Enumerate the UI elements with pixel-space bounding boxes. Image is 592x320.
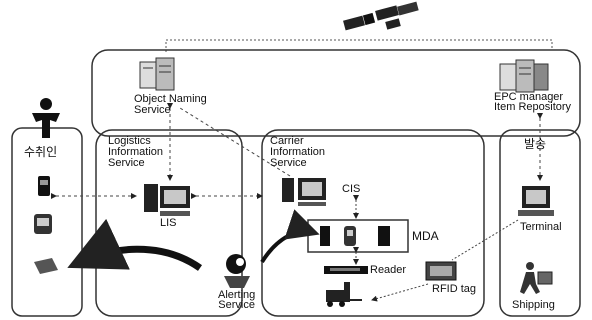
person-icon [32,98,60,138]
mda-label: MDA [412,230,439,242]
terminal-icon [518,186,554,216]
ons-server-icon [140,58,174,90]
cis-label: CIS [342,184,360,195]
device-icon [34,258,58,274]
logistics-panel-title: Logistics Information Service [108,136,163,169]
terminal-label: Terminal [520,222,562,233]
ons-label: Object Naming Service [134,94,207,116]
rfid-tag-label: RFID tag [432,284,476,295]
forklift-icon [326,282,362,307]
lis-computer-icon [144,184,190,216]
shipping-label: Shipping [512,300,555,311]
alerting-person-icon [224,254,250,288]
alert-arc [262,231,312,262]
carrier-panel-title: Carrier Information Service [270,136,325,169]
reader-icon [324,266,368,274]
cis-computer-icon [282,178,326,206]
link-rfid-forklift [372,284,428,300]
epc-server-icon [500,60,548,92]
pda-icon [34,214,52,234]
reader-label: Reader [370,265,406,276]
alerting-service-label: Alerting Service [218,290,255,310]
lis-label: LIS [160,218,177,229]
shipping-icon [520,262,552,294]
mda-devices-icon [320,226,390,246]
alert-arrow [80,249,200,268]
phone-icon [38,176,50,196]
satellite-icon [343,2,419,31]
link-terminal-rfid [452,220,518,260]
rfid-tag-icon [426,262,456,280]
epc-manager-label: EPC manager Item Repository [494,92,571,112]
sender-label: 발송 [524,138,546,150]
recipient-label: 수취인 [24,146,57,158]
